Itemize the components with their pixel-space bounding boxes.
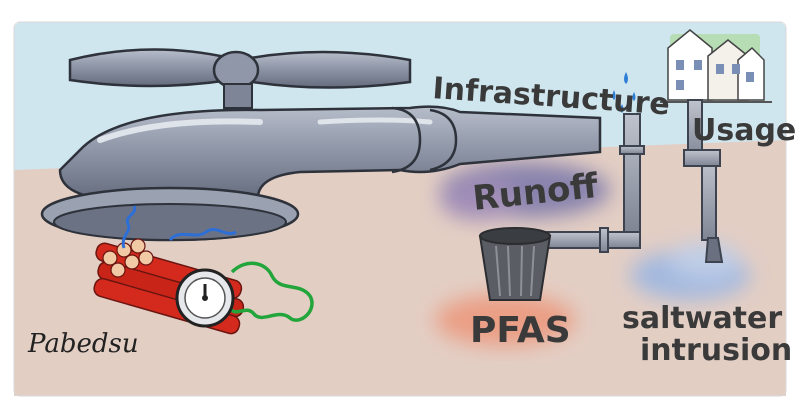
- label-usage: Usage: [692, 113, 796, 148]
- pipe-network: [541, 99, 724, 263]
- signature: Pabedsu: [27, 329, 139, 359]
- water-drops-icon: [612, 72, 636, 113]
- blue-fuse: [121, 205, 237, 249]
- runoff-haze: [440, 162, 610, 220]
- label-intrusion: intrusion: [640, 333, 792, 368]
- bomb-icon: [93, 205, 314, 335]
- label-saltwater: saltwater: [622, 301, 782, 336]
- label-pfas: PFAS: [470, 310, 571, 351]
- timer-icon: [175, 268, 235, 328]
- faucet-icon: [40, 48, 602, 242]
- green-fuse: [228, 261, 314, 322]
- pfas-haze: [435, 294, 575, 346]
- bucket-icon: [478, 227, 552, 301]
- houses-icon: [660, 29, 772, 128]
